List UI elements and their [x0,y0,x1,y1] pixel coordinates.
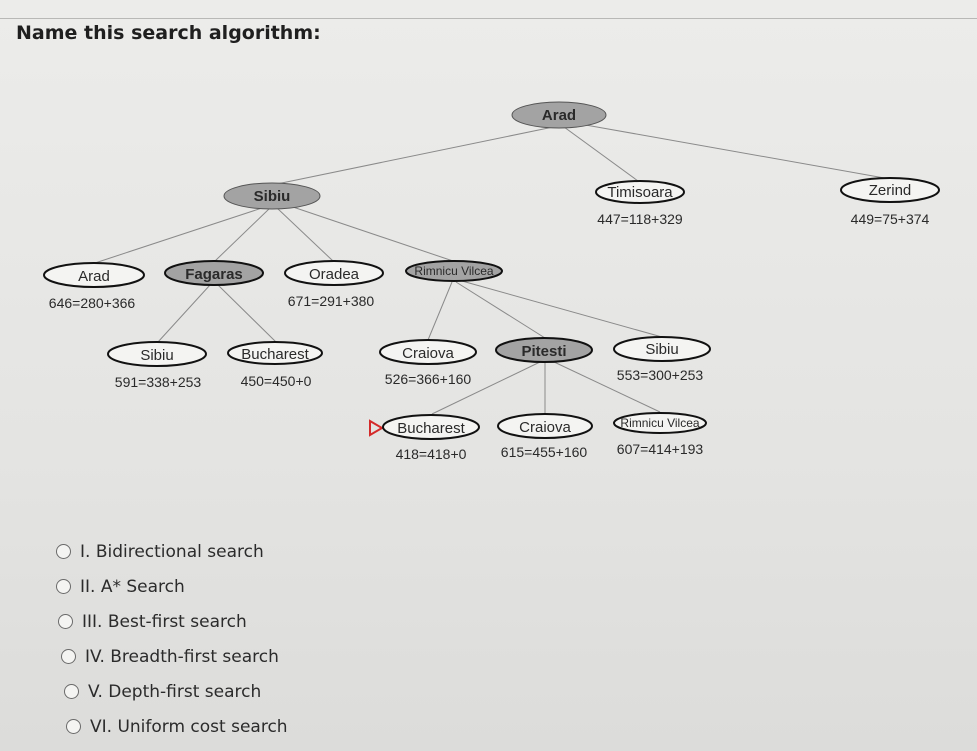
node-craiova-1: Craiova 526=366+160 [379,339,477,387]
svg-text:Timisoara: Timisoara [607,184,673,201]
node-sibiu-2: Sibiu 591=338+253 [107,341,207,390]
radio-button[interactable] [61,649,76,664]
edge-rimnicu-sibiu [461,280,663,338]
svg-text:Bucharest: Bucharest [241,346,309,363]
svg-text:615=455+160: 615=455+160 [501,444,588,460]
radio-button[interactable] [66,719,81,734]
option-label: II. A* Search [80,576,185,597]
node-sibiu-3: Sibiu 553=300+253 [613,336,711,383]
edge-sibiu-fagaras [214,207,271,262]
option-label: V. Depth-first search [88,681,262,702]
svg-text:450=450+0: 450=450+0 [241,373,312,389]
svg-text:Sibiu: Sibiu [254,188,291,205]
svg-text:Arad: Arad [542,107,576,124]
node-rimnicu-vilcea-2: Rimnicu Vilcea 607=414+193 [613,412,707,457]
svg-text:591=338+253: 591=338+253 [115,374,202,390]
edge-sibiu-rimnicu [289,205,454,262]
svg-text:Pitesti: Pitesti [521,343,566,360]
edge-arad-sibiu [271,125,559,186]
node-zerind: Zerind 449=75+374 [840,177,940,227]
edge-pitesti-bucharest [431,361,541,415]
svg-text:553=300+253: 553=300+253 [617,367,704,383]
svg-text:Craiova: Craiova [519,419,571,436]
svg-text:Rimnicu Vilcea: Rimnicu Vilcea [620,416,699,430]
tree-edges [94,123,891,415]
option-label: IV. Breadth-first search [85,646,279,667]
svg-text:Sibiu: Sibiu [645,341,678,358]
edge-arad-timisoara [563,126,639,182]
node-fagaras: Fagaras [164,260,264,286]
option-breadth-first[interactable]: IV. Breadth-first search [61,639,288,674]
edge-sibiu-arad [94,206,266,264]
edge-sibiu-oradea [276,207,334,262]
node-bucharest-2: Bucharest 418=418+0 [382,414,480,462]
option-bidirectional[interactable]: I. Bidirectional search [56,534,288,569]
edge-arad-zerind [579,123,891,180]
svg-text:449=75+374: 449=75+374 [851,211,930,227]
edge-fagaras-sibiu [157,284,211,343]
radio-button[interactable] [56,544,71,559]
node-arad-2: Arad 646=280+366 [43,262,145,311]
node-sibiu: Sibiu [223,182,321,210]
question-title: Name this search algorithm: [16,22,321,44]
node-bucharest-1: Bucharest 450=450+0 [227,341,323,389]
option-depth-first[interactable]: V. Depth-first search [64,674,288,709]
radio-button[interactable] [64,684,79,699]
edge-pitesti-rimnicu [551,360,661,413]
svg-text:Oradea: Oradea [309,266,360,283]
node-arad-root: Arad [511,101,607,129]
radio-button[interactable] [56,579,71,594]
svg-text:Fagaras: Fagaras [185,266,243,283]
option-label: III. Best-first search [82,611,247,632]
svg-text:447=118+329: 447=118+329 [597,211,683,227]
node-pitesti: Pitesti [495,337,593,363]
svg-text:Sibiu: Sibiu [140,347,173,364]
edge-rimnicu-craiova [427,281,453,341]
node-craiova-2: Craiova 615=455+160 [497,413,593,460]
edge-rimnicu-pitesti [455,281,546,339]
option-label: I. Bidirectional search [80,541,264,562]
radio-button[interactable] [58,614,73,629]
svg-text:Rimnicu Vilcea: Rimnicu Vilcea [414,264,493,278]
top-divider [0,18,977,19]
node-timisoara: Timisoara 447=118+329 [595,180,685,227]
goal-marker-icon [369,419,384,437]
node-rimnicu-vilcea: Rimnicu Vilcea [405,260,503,282]
svg-text:Arad: Arad [78,268,110,285]
svg-text:418=418+0: 418=418+0 [396,446,467,462]
svg-text:Craiova: Craiova [402,345,454,362]
answer-options: I. Bidirectional search II. A* Search II… [56,534,288,744]
svg-text:671=291+380: 671=291+380 [288,293,375,309]
node-oradea: Oradea 671=291+380 [284,260,384,309]
svg-text:607=414+193: 607=414+193 [617,441,704,457]
svg-text:Bucharest: Bucharest [397,420,465,437]
option-uniform-cost[interactable]: VI. Uniform cost search [66,709,288,744]
search-tree-diagram: Arad Sibiu Timisoara 447=118+329 Zerind … [43,101,940,462]
svg-text:Zerind: Zerind [869,182,912,199]
option-best-first[interactable]: III. Best-first search [58,604,288,639]
svg-text:526=366+160: 526=366+160 [385,371,472,387]
edge-fagaras-bucharest [217,284,277,343]
option-label: VI. Uniform cost search [90,716,288,737]
option-a-star[interactable]: II. A* Search [56,569,288,604]
svg-text:646=280+366: 646=280+366 [49,295,136,311]
